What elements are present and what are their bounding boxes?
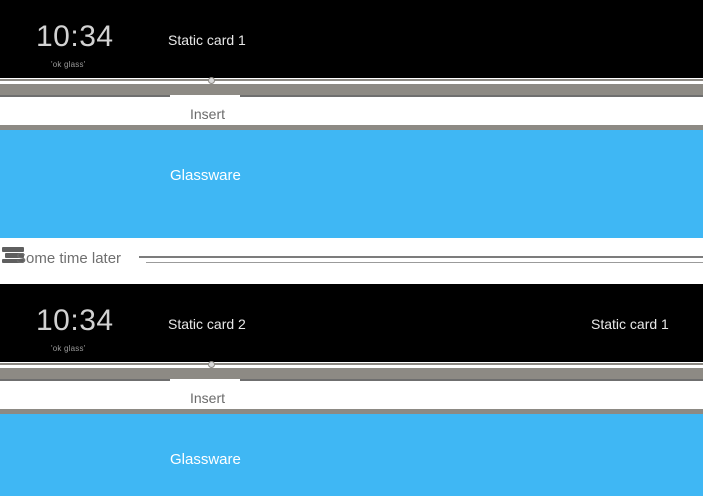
glassware-label-2: Glassware xyxy=(170,451,241,468)
insert-label-1: Insert xyxy=(190,106,226,122)
insert-label-2: Insert xyxy=(190,390,226,406)
some-time-later-label: Some time later xyxy=(16,250,122,267)
clock-time-2: 10:34 xyxy=(36,304,114,337)
connector-rail-right-1 xyxy=(211,79,703,81)
clock-history-icon xyxy=(2,245,28,263)
connector-rail-left-1 xyxy=(0,79,211,81)
some-time-later-divider: Some time later xyxy=(0,238,703,284)
glassware-card-1: Glassware xyxy=(0,130,703,238)
static-card-1-label-after: Static card 1 xyxy=(591,316,669,332)
glassware-card-2: Glassware xyxy=(0,414,703,496)
insert-row-1: Insert xyxy=(0,95,703,125)
insert-rule-left-1 xyxy=(0,95,170,97)
ok-glass-prompt: 'ok glass' xyxy=(51,60,86,69)
timeline-strip-4 xyxy=(0,409,703,414)
timeline-strip-3 xyxy=(0,368,703,379)
insert-rule-right-1 xyxy=(240,95,703,97)
connector-rail-right-2 xyxy=(211,363,703,365)
insert-gap-left-2 xyxy=(0,407,141,409)
connector-rail-left-2 xyxy=(0,363,211,365)
static-card-1-label: Static card 1 xyxy=(168,32,246,48)
timeline-strip-2 xyxy=(0,125,703,130)
clock-time: 10:34 xyxy=(36,20,114,53)
timeline-node-1 xyxy=(208,77,215,84)
divider-rule-lower xyxy=(146,262,703,263)
insert-rule-right-2 xyxy=(240,379,703,381)
glassware-label-1: Glassware xyxy=(170,167,241,184)
static-card-2-label: Static card 2 xyxy=(168,316,246,332)
glass-card-after: 10:34 'ok glass' Static card 2 Static ca… xyxy=(0,284,703,362)
timeline-strip-1 xyxy=(0,84,703,95)
insert-row-2: Insert xyxy=(0,379,703,409)
insert-gap-left-1 xyxy=(0,123,141,125)
divider-rule-upper xyxy=(139,256,703,258)
insert-rule-left-2 xyxy=(0,379,170,381)
ok-glass-prompt-2: 'ok glass' xyxy=(51,344,86,353)
timeline-node-2 xyxy=(208,361,215,368)
glass-card-before: 10:34 'ok glass' Static card 1 xyxy=(0,0,703,78)
